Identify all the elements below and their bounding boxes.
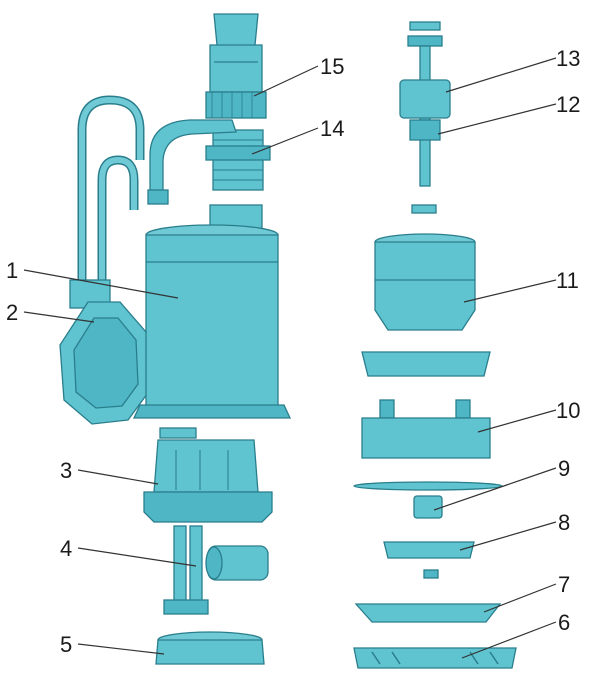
callout-10: 10 [556, 398, 580, 423]
seal-plate [361, 351, 491, 377]
part-1-motor-housing [132, 204, 292, 419]
callout-7: 7 [558, 572, 570, 597]
part-3-pump-chamber [143, 427, 273, 523]
part-4-capacitor [163, 525, 269, 615]
callout-11: 11 [556, 268, 579, 293]
callout-numbers: 1 2 3 4 5 6 7 8 9 10 11 12 13 14 15 [6, 46, 580, 657]
callout-3: 3 [60, 458, 72, 483]
callout-4: 4 [60, 536, 72, 561]
part-13-12-shaft-assembly [399, 21, 451, 214]
part-11-stator-cover [374, 233, 476, 331]
callout-8: 8 [558, 510, 570, 535]
callout-14: 14 [320, 116, 344, 141]
callout-6: 6 [558, 610, 570, 635]
part-14-threaded-coupling [205, 129, 271, 191]
part-15-hose-connector [205, 13, 267, 119]
part-2-float-switch [59, 301, 151, 425]
callout-15: 15 [320, 54, 344, 79]
callout-9: 9 [558, 456, 570, 481]
separator-disc [353, 481, 503, 491]
part-9-seal [413, 495, 443, 519]
part-5-base [155, 631, 265, 665]
cable-pipes [69, 95, 145, 309]
callout-13: 13 [556, 46, 580, 71]
callout-2: 2 [6, 300, 18, 325]
handle-bracket [147, 119, 237, 205]
part-7-volute-plate [354, 603, 502, 623]
callout-1: 1 [6, 258, 18, 283]
callout-5: 5 [60, 632, 72, 657]
leader-lines [23, 57, 557, 659]
callout-12: 12 [556, 92, 580, 117]
part-8-impeller [383, 541, 475, 579]
part-10-pump-housing [361, 399, 491, 459]
part-6-strainer-base [353, 647, 517, 669]
